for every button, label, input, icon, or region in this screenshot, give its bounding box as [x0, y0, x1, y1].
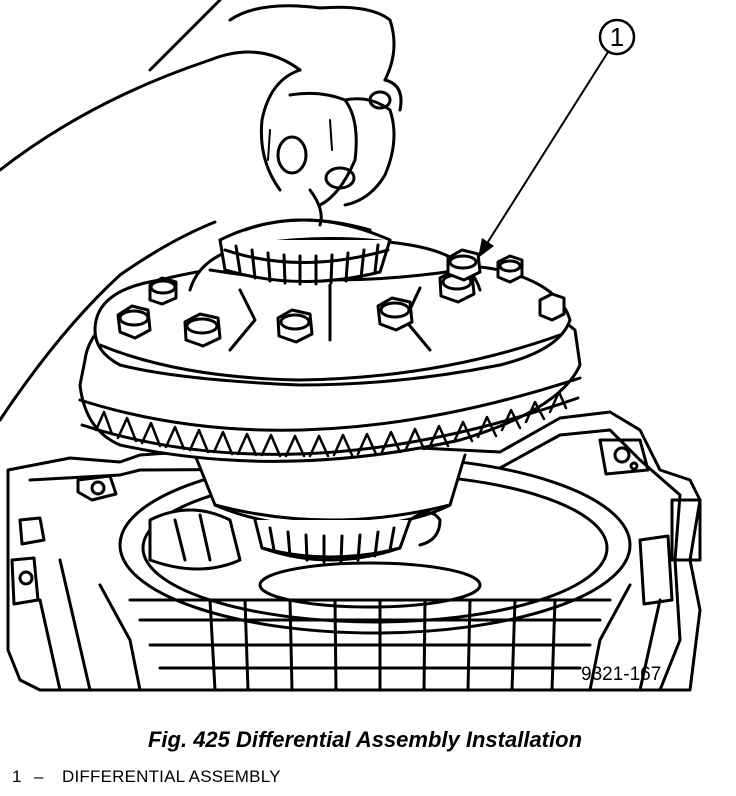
legend-number: 1	[12, 767, 22, 786]
figure-caption: Fig. 425 Differential Assembly Installat…	[0, 727, 736, 753]
differential-illustration: 1 9321-167	[0, 0, 702, 692]
legend-item: 1–DIFFERENTIAL ASSEMBLY	[12, 767, 281, 787]
differential-assembly	[78, 218, 582, 564]
callout-number: 1	[610, 22, 624, 52]
callout-leader-line	[485, 51, 609, 246]
technician-hand	[0, 0, 403, 422]
legend-separator: –	[34, 767, 44, 786]
figure-id: 9321-167	[581, 664, 661, 685]
callout-1: 1	[478, 18, 636, 258]
figure-caption-text: Fig. 425 Differential Assembly Installat…	[147, 727, 583, 752]
legend-label: DIFFERENTIAL ASSEMBLY	[62, 767, 281, 786]
callout-arrowhead	[478, 238, 494, 258]
callout-circle	[598, 18, 636, 56]
